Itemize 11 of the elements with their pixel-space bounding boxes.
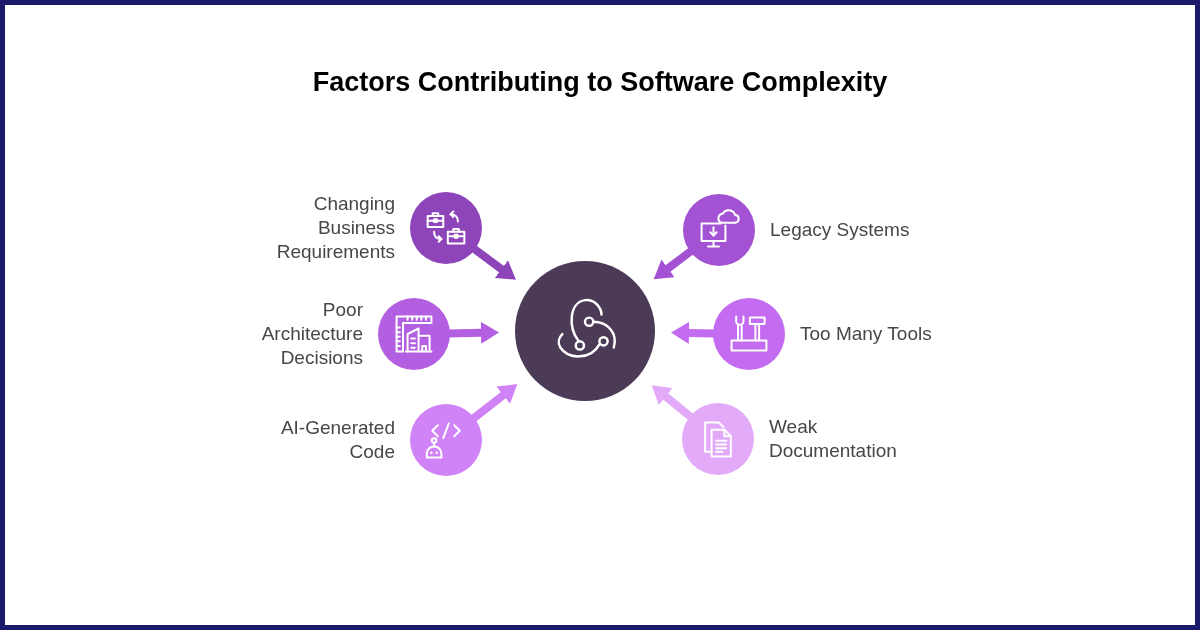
- factor-label: Poor Architecture Decisions: [260, 298, 363, 370]
- arrow: [651, 385, 695, 421]
- factor-label: Legacy Systems: [770, 218, 910, 242]
- arrow: [653, 247, 695, 280]
- diagram-title: Factors Contributing to Software Complexity: [312, 66, 888, 99]
- factor-label: Changing Business Requirements: [275, 192, 395, 264]
- factor-label: Weak Documentation: [769, 415, 898, 463]
- arrow: [470, 384, 518, 423]
- factor-label: AI-Generated Code: [279, 416, 395, 464]
- arrow: [470, 245, 516, 280]
- factor-label: Too Many Tools: [800, 322, 932, 346]
